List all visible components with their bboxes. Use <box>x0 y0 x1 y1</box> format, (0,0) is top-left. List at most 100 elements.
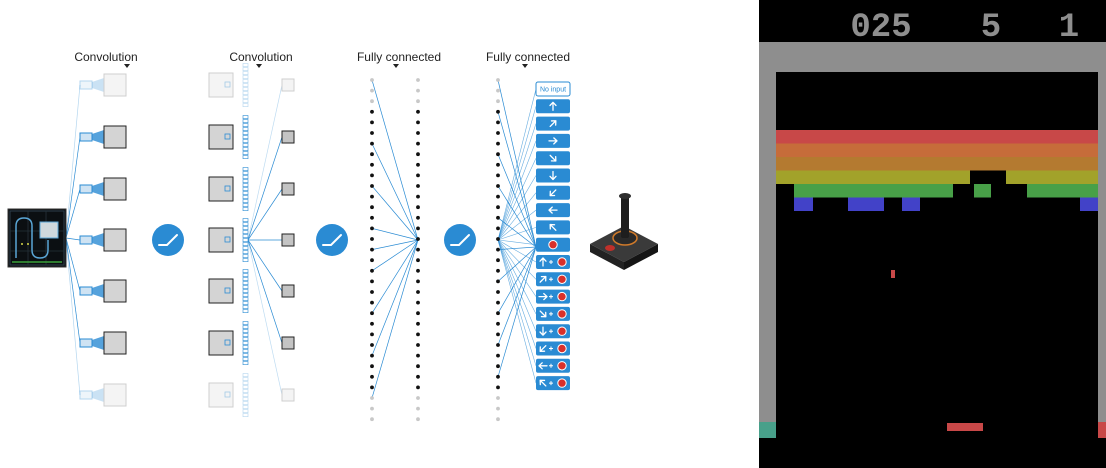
fc1-connection <box>371 79 419 241</box>
input-connection <box>65 237 81 292</box>
brick-segment <box>1027 184 1098 198</box>
channel-stack-cell <box>242 289 249 294</box>
left-wall <box>759 72 776 422</box>
arrow-up-icon <box>549 101 557 111</box>
neuron-node <box>496 194 500 199</box>
action-button-down <box>536 168 570 183</box>
channel-stack-cell <box>242 218 249 223</box>
neuron-node <box>496 88 500 93</box>
fc1-connection <box>371 228 419 241</box>
channel-stack-cell <box>242 207 249 212</box>
player-display: 1 <box>1059 9 1079 47</box>
neuron-node <box>370 247 374 252</box>
channel-stack-cell <box>242 381 249 386</box>
channel-stack-cell <box>242 242 249 247</box>
neuron-node <box>416 343 420 347</box>
feature-map-layer2 <box>208 176 234 202</box>
receptive-field <box>224 391 231 398</box>
arrow-stroke <box>538 362 548 370</box>
neuron-node <box>370 152 374 157</box>
plus-icon <box>549 294 553 299</box>
arrow-stroke <box>549 223 557 231</box>
neuron-node <box>496 279 500 284</box>
neuron-node <box>370 99 374 104</box>
channel-stack-cell <box>242 349 249 354</box>
channel-stack-cell <box>242 127 249 132</box>
action-button-up-left-fire <box>536 376 570 391</box>
kernel-icon <box>79 286 93 296</box>
feature-map-layer1 <box>103 383 127 407</box>
output-connection <box>497 123 537 241</box>
neuron-node <box>370 279 374 284</box>
neuron-node <box>496 120 500 125</box>
channel-stack-cell <box>242 79 249 84</box>
output-connection <box>497 239 537 366</box>
neuron-node <box>496 205 500 210</box>
dropdown-caret-icon <box>522 64 528 68</box>
brick-segment <box>794 184 953 198</box>
kernel-icon <box>79 184 93 194</box>
conv2-connection <box>247 188 283 241</box>
neuron-node <box>496 152 500 157</box>
neuron-node <box>370 385 374 390</box>
arrow-stroke <box>538 292 548 301</box>
action-button-up-left <box>536 220 570 235</box>
neuron-node <box>370 364 374 369</box>
connection-lines <box>65 79 537 399</box>
neuron-node <box>496 396 500 400</box>
plus-icon <box>549 329 553 334</box>
output-action-list: No input <box>535 81 571 391</box>
brick-row <box>776 157 1098 171</box>
neuron-node <box>496 417 500 422</box>
channel-stack-cell <box>242 258 249 263</box>
kernel-projection <box>92 182 104 196</box>
neuron-node <box>416 247 420 252</box>
receptive-field <box>224 339 231 346</box>
neuron-node <box>416 406 420 411</box>
arrow-stroke <box>539 310 547 318</box>
network-nodes <box>79 63 500 422</box>
arrow-stroke <box>548 137 558 145</box>
arrow-up-icon <box>539 257 547 267</box>
neuron-node <box>496 258 500 263</box>
channel-stack-cell <box>242 397 249 402</box>
channel-stack-cell <box>242 297 249 302</box>
plus-icon <box>549 277 553 282</box>
brick-row <box>776 170 1098 184</box>
conv2-connection <box>247 239 283 344</box>
neuron-node <box>370 396 374 400</box>
no-input-label: No input <box>540 87 566 94</box>
neuron-node <box>370 120 374 125</box>
pooled-unit <box>281 388 295 402</box>
neuron-node <box>416 268 420 273</box>
output-connection <box>497 239 537 297</box>
arrow-up-right-icon <box>549 120 557 128</box>
channel-stack-cell <box>242 191 249 196</box>
neuron-node <box>496 215 500 220</box>
output-connection <box>497 239 537 349</box>
neuron-node <box>370 205 374 210</box>
input-connection <box>65 136 81 239</box>
neuron-node <box>370 374 374 379</box>
arrow-stroke <box>549 101 557 111</box>
channel-stack-cell <box>242 321 249 326</box>
channel-stack-cell <box>242 67 249 72</box>
neuron-node <box>416 279 420 284</box>
channel-stack-cell <box>242 115 249 120</box>
neuron-node <box>496 332 500 337</box>
arrow-down-icon <box>549 170 557 181</box>
channel-stack-cell <box>242 285 249 290</box>
neuron-node <box>496 353 500 358</box>
kernel-projection <box>92 336 104 350</box>
neuron-node <box>416 109 420 114</box>
neuron-node <box>416 215 420 220</box>
neuron-node <box>496 141 500 146</box>
fire-button-icon <box>557 257 567 267</box>
neuron-node <box>496 300 500 305</box>
output-connection <box>497 192 537 241</box>
neuron-node <box>370 417 374 422</box>
channel-stack-cell <box>242 401 249 406</box>
neuron-node <box>496 364 500 369</box>
neuron-node <box>370 226 374 231</box>
arrow-right-icon <box>548 137 558 145</box>
